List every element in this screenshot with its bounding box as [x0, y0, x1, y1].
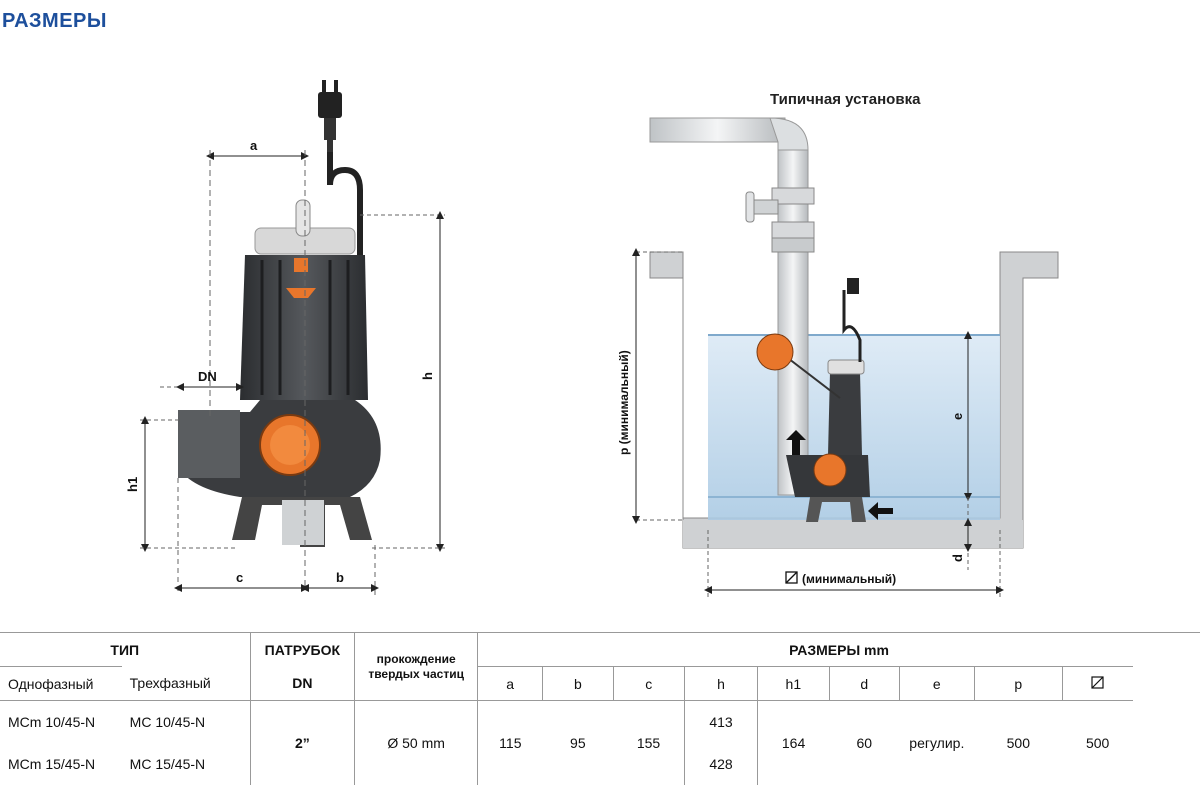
- col-dn-header: DN: [249, 666, 355, 701]
- dim-header-p: p: [973, 666, 1063, 701]
- model-three-phase: MC 15/45-N: [129, 755, 206, 772]
- d-value: 60: [829, 700, 900, 785]
- h-value: 413: [683, 700, 758, 743]
- table-header-row-1: ТИП ПАТРУБОК прокождение твердых частиц …: [0, 632, 1200, 701]
- dim-header-a: a: [477, 666, 543, 701]
- e-value: регулир.: [899, 700, 975, 785]
- dim-e-label: e: [950, 413, 965, 420]
- table-header-row-2: Однофазный Трехфазный DN a b c h h1 d e …: [0, 666, 1200, 701]
- table-row: MCm 15/45-N MC 15/45-N 428: [0, 742, 1200, 785]
- col-passage-header: прокождение твердых частиц: [354, 632, 478, 701]
- plug-icon: [318, 80, 342, 152]
- b-value: 95: [542, 700, 614, 785]
- col-passage-line-1: прокождение: [376, 651, 456, 666]
- dimension-drawings: a h DN h1 c b Типичная установка: [125, 80, 1059, 600]
- col-three-phase-header: Трехфазный: [129, 675, 211, 692]
- dim-header-b: b: [542, 666, 614, 701]
- pump-dimensions: a h DN h1 c b: [125, 138, 445, 595]
- dim-h1-label: h1: [125, 477, 140, 492]
- dim-c-label: c: [236, 570, 243, 585]
- dim-a-label: a: [250, 138, 258, 153]
- p-value: 500: [974, 700, 1063, 785]
- passage-value: Ø 50 mm: [354, 700, 478, 785]
- dim-header-square: [1061, 666, 1133, 701]
- model-three-phase: MC 10/45-N: [121, 700, 251, 743]
- table-row: MCm 10/45-N MC 10/45-N 2” Ø 50 mm 115 95…: [0, 700, 1200, 785]
- c-value: 155: [613, 700, 685, 785]
- installation-dimensions: p (минимальный) e d (минимальный): [617, 248, 1004, 600]
- h1-value: 164: [757, 700, 829, 785]
- dim-header-e: e: [898, 666, 975, 701]
- col-single-phase-header: Однофазный: [0, 666, 122, 701]
- square-symbol-icon: [785, 571, 798, 584]
- dimensions-table: ТИП ПАТРУБОК прокождение твердых частиц …: [0, 632, 1200, 785]
- col-passage-line-2: твердых частиц: [368, 666, 464, 681]
- valve-handwheel-icon: [745, 191, 779, 223]
- square-symbol-icon: [1091, 675, 1105, 689]
- pump-drawing: [178, 80, 381, 547]
- dim-square-label: (минимальный): [802, 572, 896, 586]
- h-value: 428: [683, 742, 758, 785]
- col-type-header: ТИП: [0, 632, 251, 667]
- col-outlet-header: ПАТРУБОК: [249, 632, 355, 667]
- dim-header-c: c: [612, 666, 685, 701]
- installation-drawing: [649, 117, 1059, 549]
- dim-header-h1: h1: [757, 666, 829, 701]
- dim-header-h: h: [683, 666, 758, 701]
- dim-header-d: d: [828, 666, 900, 701]
- square-value: 500: [1062, 700, 1133, 785]
- page-title: РАЗМЕРЫ: [2, 10, 107, 32]
- a-value: 115: [477, 700, 543, 785]
- col-dimensions-header: РАЗМЕРЫ mm: [477, 632, 1200, 667]
- dim-h-label: h: [420, 372, 435, 380]
- model-single-phase: MCm 10/45-N: [0, 700, 122, 743]
- dim-d-label: d: [950, 554, 965, 562]
- dn-value: 2”: [249, 700, 355, 785]
- dim-b-label: b: [336, 570, 344, 585]
- install-title: Типичная установка: [770, 91, 921, 108]
- dim-dn-label: DN: [198, 369, 217, 384]
- dim-p-label: p (минимальный): [617, 350, 631, 455]
- model-single-phase: MCm 15/45-N: [8, 755, 96, 772]
